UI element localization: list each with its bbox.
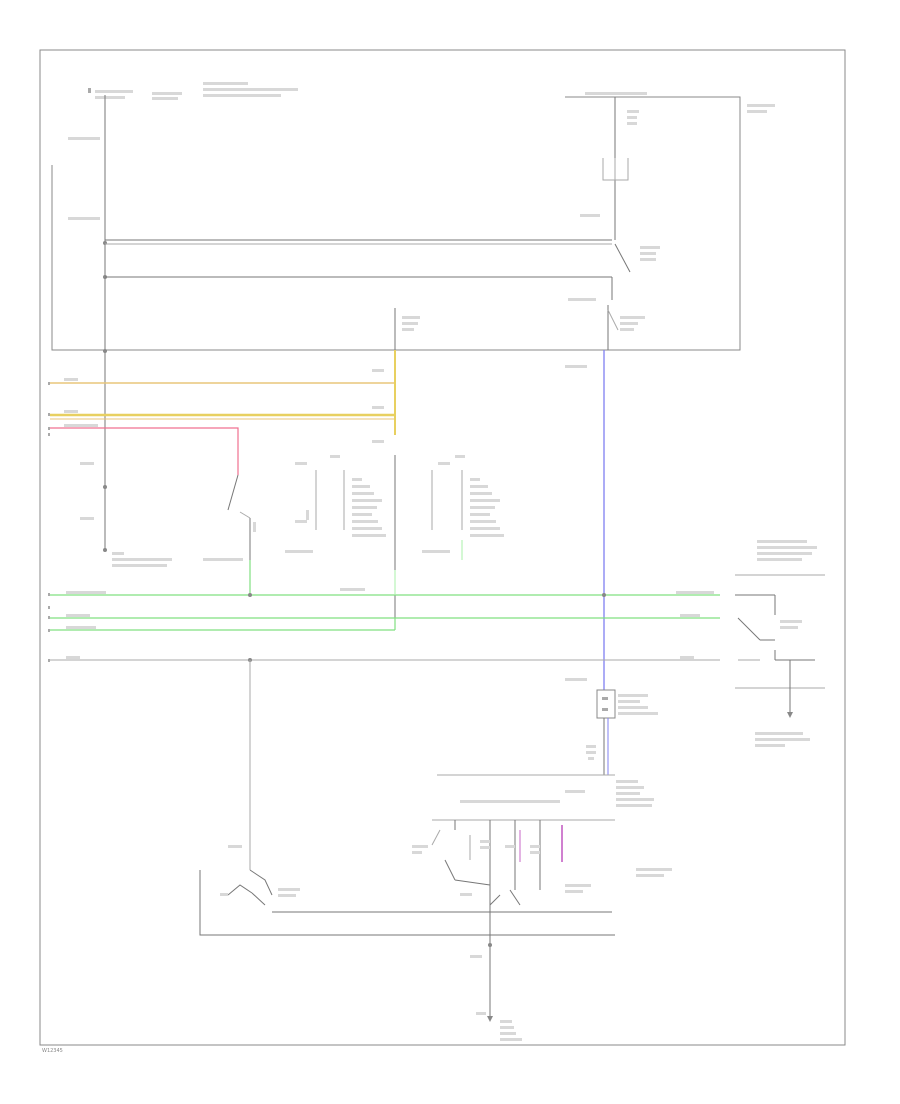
junction-dot [103, 485, 107, 489]
junction-dot [602, 593, 606, 597]
yellow-wire [50, 350, 396, 443]
middle-component-right [422, 455, 504, 560]
page-border [39, 49, 846, 1046]
blue-wire [565, 350, 605, 690]
junction-dot [103, 548, 107, 552]
left-wire-labels [68, 137, 172, 567]
left-edge-markers [48, 382, 50, 662]
control-module-outline [51, 96, 741, 351]
junction-dot [248, 593, 252, 597]
top-label-block [88, 82, 298, 100]
hot-at-all-times-label [585, 92, 775, 113]
ground-return [199, 870, 615, 1041]
ground-wire [50, 656, 720, 870]
control-relay [568, 205, 660, 350]
red-wire [50, 424, 239, 475]
right-control-module [735, 540, 825, 747]
fuse [602, 97, 639, 205]
blower-resistor [586, 689, 658, 775]
green-wire-lower [50, 614, 720, 631]
middle-component-left [285, 455, 396, 630]
door-switch [203, 474, 256, 595]
junction-dot [103, 349, 107, 353]
green-wire-upper [50, 560, 720, 596]
center-connector [394, 308, 420, 350]
blower-switch [220, 869, 612, 913]
fan-control-switch [412, 774, 672, 925]
figure-code: W12345 [42, 1048, 63, 1054]
tan-wire [50, 369, 395, 384]
